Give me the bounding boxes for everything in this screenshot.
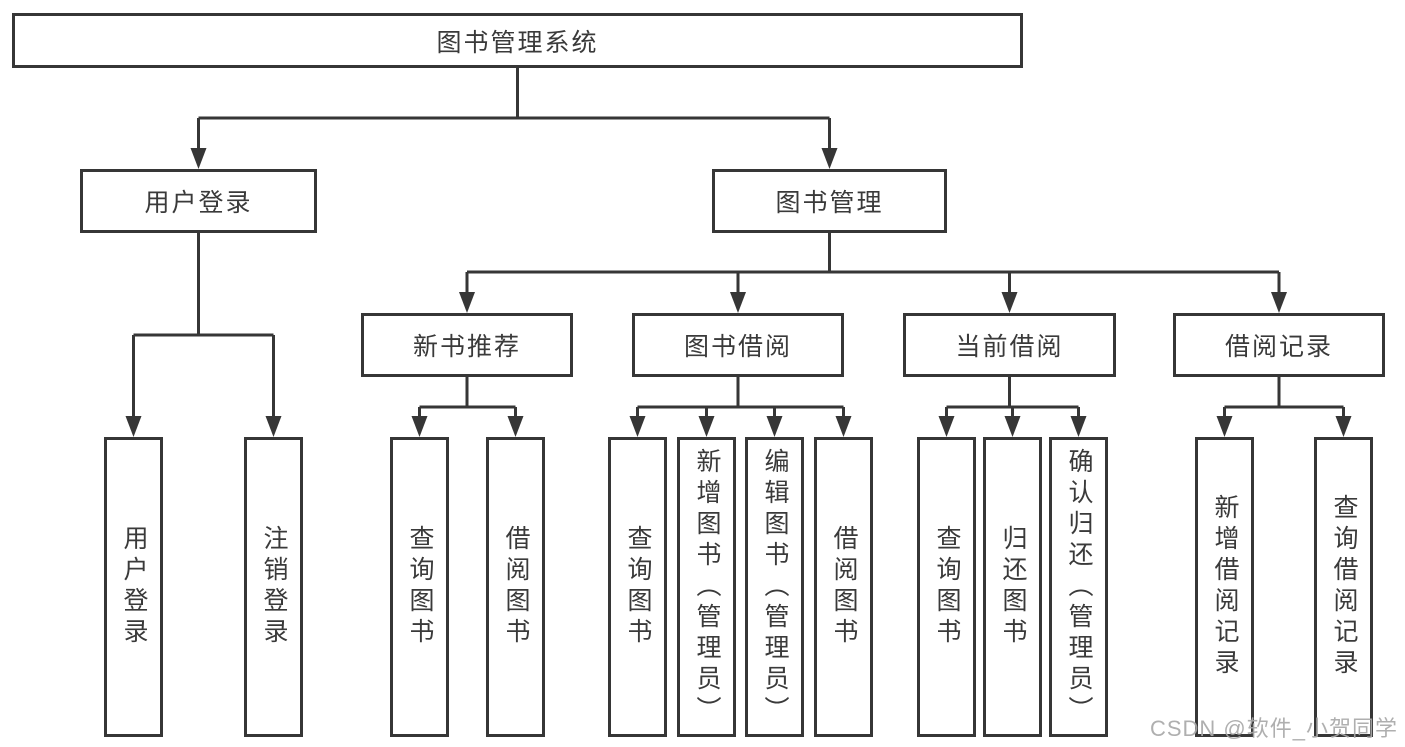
csdn-watermark: CSDN @软件_小贺同学 [1149, 716, 1398, 741]
leaf-query-books-current: 查询图书 [917, 437, 976, 737]
leaf-add-borrow-record: 新增借阅记录 [1195, 437, 1254, 737]
node-book-management: 图书管理 [712, 169, 947, 233]
leaf-borrow-books-borrow: 借阅图书 [814, 437, 873, 737]
node-library-system: 图书管理系统 [12, 13, 1023, 68]
leaf-borrow-books-recommend: 借阅图书 [486, 437, 545, 737]
leaf-edit-book-admin: 编辑图书（管理员） [745, 437, 804, 737]
leaf-query-books-recommend: 查询图书 [390, 437, 449, 737]
node-borrow-records: 借阅记录 [1173, 313, 1385, 377]
leaf-query-books-borrow: 查询图书 [608, 437, 667, 737]
arrowheads [125, 148, 1352, 437]
node-current-borrow: 当前借阅 [903, 313, 1116, 377]
node-new-book-recommend: 新书推荐 [361, 313, 573, 377]
leaf-logout: 注销登录 [244, 437, 303, 737]
leaf-confirm-return-admin: 确认归还（管理员） [1049, 437, 1108, 737]
leaf-return-books: 归还图书 [983, 437, 1042, 737]
leaf-user-login: 用户登录 [104, 437, 163, 737]
node-user-login: 用户登录 [80, 169, 317, 233]
leaf-add-book-admin: 新增图书（管理员） [677, 437, 736, 737]
leaf-query-borrow-record: 查询借阅记录 [1314, 437, 1373, 737]
node-book-borrow: 图书借阅 [632, 313, 844, 377]
